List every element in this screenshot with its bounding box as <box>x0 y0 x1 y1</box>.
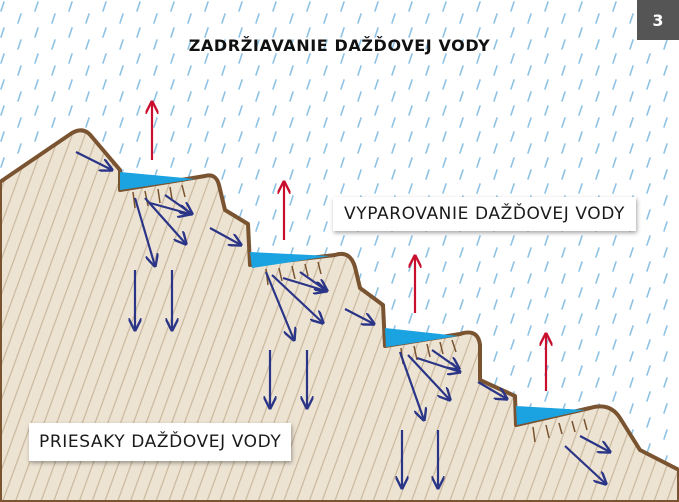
water-pool <box>516 406 585 425</box>
water-pool <box>385 328 458 347</box>
evaporation-label: VYPAROVANIE DAŽĎOVEJ VODY <box>333 197 637 231</box>
diagram-title: ZADRŽIAVANIE DAŽĎOVEJ VODY <box>188 36 491 55</box>
infiltration-arrows <box>75 151 610 488</box>
evaporation-label-text: VYPAROVANIE DAŽĎOVEJ VODY <box>344 204 626 224</box>
seepage-label: PRIESAKY DAŽĎOVEJ VODY <box>29 423 292 461</box>
water-pools <box>120 172 585 425</box>
evaporation-arrows <box>152 102 546 391</box>
water-pool <box>120 172 195 190</box>
water-pool <box>250 252 330 268</box>
page-number-badge: 3 <box>637 0 679 40</box>
seepage-label-text: PRIESAKY DAŽĎOVEJ VODY <box>39 432 282 452</box>
